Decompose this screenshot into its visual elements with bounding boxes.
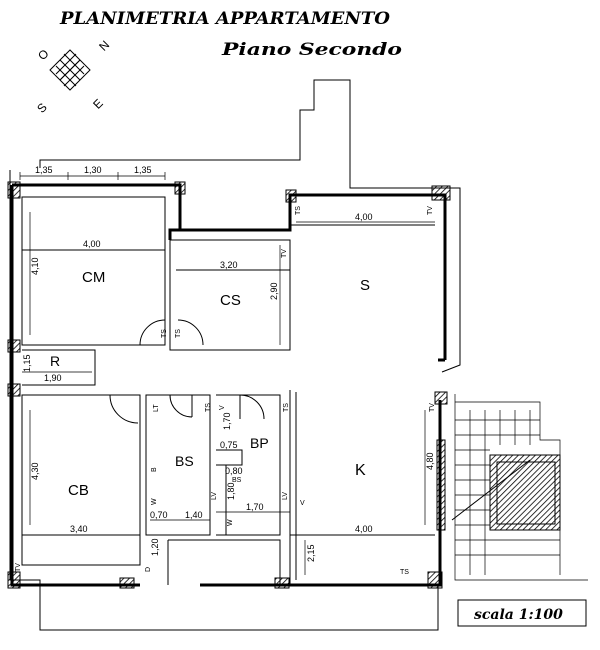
staircase	[451, 401, 561, 575]
door-swings	[109, 319, 265, 424]
marker-lt: LT	[153, 404, 160, 412]
dim-top-b: 1,30	[84, 165, 102, 175]
scale-box	[457, 599, 587, 627]
marker-ts-1: TS	[295, 206, 302, 215]
compass-label-s: S	[34, 100, 50, 116]
structural-pillars	[7, 181, 561, 589]
room-label-cb: CB	[68, 482, 89, 499]
marker-lv-2: LV	[282, 492, 289, 500]
dim-bs-a: 0,70	[150, 510, 168, 520]
building-outline	[39, 79, 461, 373]
marker-v-1: V	[219, 405, 226, 410]
dim-top-a: 1,35	[35, 165, 53, 175]
dim-cm-h: 4,10	[30, 257, 40, 275]
room-label-cm: CM	[82, 269, 105, 286]
dim-r-h: 1,15	[22, 354, 32, 372]
plan-subtitle: Piano Secondo	[221, 40, 402, 60]
room-label-r: R	[50, 353, 60, 369]
marker-b: B	[151, 467, 158, 472]
room-label-bp: BP	[250, 435, 269, 451]
dim-k-h: 4,80	[425, 452, 435, 470]
dim-cb-h: 4,30	[30, 462, 40, 480]
plan-title: PLANIMETRIA APPARTAMENTO	[59, 9, 390, 29]
dim-bp-c: 0,80	[225, 466, 243, 476]
marker-tv-1: TV	[427, 206, 434, 215]
marker-tv-4: TV	[15, 563, 22, 572]
marker-ts-3: TS	[175, 329, 182, 338]
marker-ts-4: TS	[205, 403, 212, 412]
dim-bs-c: 1,70	[246, 502, 264, 512]
dim-r-w: 1,90	[44, 373, 62, 383]
compass-label-e: E	[90, 96, 106, 112]
marker-ts-5: TS	[283, 403, 290, 412]
marker-lv-1: LV	[211, 492, 218, 500]
compass-label-n: N	[96, 38, 112, 54]
dim-cm-w: 4,00	[83, 239, 101, 249]
building-outline-lower	[9, 170, 439, 631]
compass-rose-icon	[49, 49, 91, 91]
marker-ts-2: TS	[161, 329, 168, 338]
room-label-cs: CS	[220, 292, 241, 309]
room-label-k: K	[355, 462, 366, 479]
dim-k-d: 2,15	[306, 544, 316, 562]
marker-ts-6: TS	[400, 569, 409, 576]
dim-cs-h: 2,90	[269, 282, 279, 300]
dimension-lines	[19, 172, 435, 575]
marker-w-1: W	[151, 498, 158, 505]
room-label-s: S	[360, 277, 370, 294]
room-label-bs: BS	[175, 453, 194, 469]
marker-tv-3: TV	[429, 403, 436, 412]
dim-bp-d: 1,80	[226, 482, 236, 500]
dim-cs-w: 3,20	[220, 260, 238, 270]
dim-bs-b: 1,40	[185, 510, 203, 520]
dim-k-w: 4,00	[355, 524, 373, 534]
dim-cb-w: 3,40	[70, 524, 88, 534]
dim-bp-a: 1,70	[222, 412, 232, 430]
marker-w-2: W	[227, 519, 234, 526]
marker-bs-small: BS	[232, 477, 242, 484]
scale-label: scala 1:100	[474, 607, 563, 623]
compass-label-o: O	[35, 46, 52, 63]
marker-v-2: V	[300, 500, 305, 507]
dim-s-w: 4,00	[355, 212, 373, 222]
dim-top-c: 1,35	[134, 165, 152, 175]
dim-bp-b: 0,75	[220, 440, 238, 450]
marker-d: D	[145, 567, 152, 572]
dim-bs-d: 1,20	[150, 538, 160, 556]
marker-tv-2: TV	[281, 249, 288, 258]
